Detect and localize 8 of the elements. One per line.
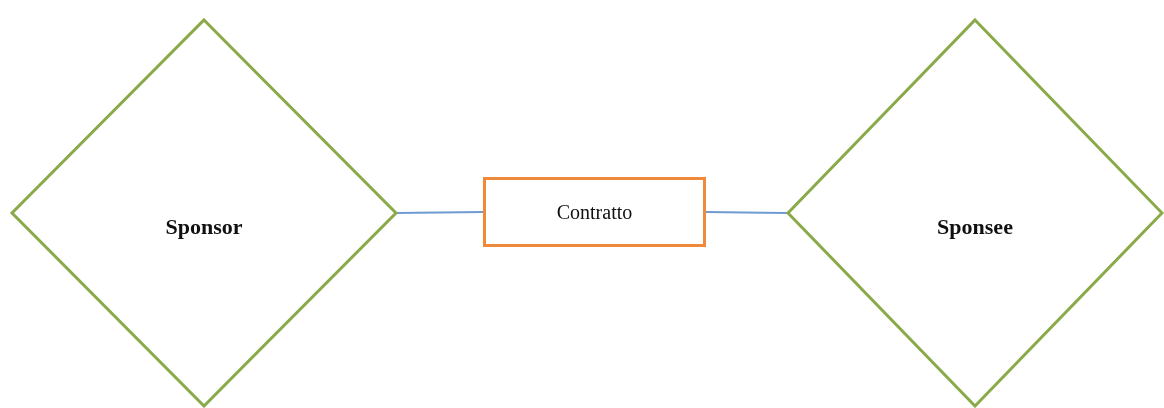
process-box [483,177,706,247]
node-label: Sponsee [937,214,1013,240]
node-label: Sponsor [165,214,243,240]
node-label: Contratto [556,200,633,224]
connector-line [395,211,484,214]
entity-diamond [788,20,1162,406]
entity-diamond [12,20,396,406]
connector-line [705,211,789,214]
